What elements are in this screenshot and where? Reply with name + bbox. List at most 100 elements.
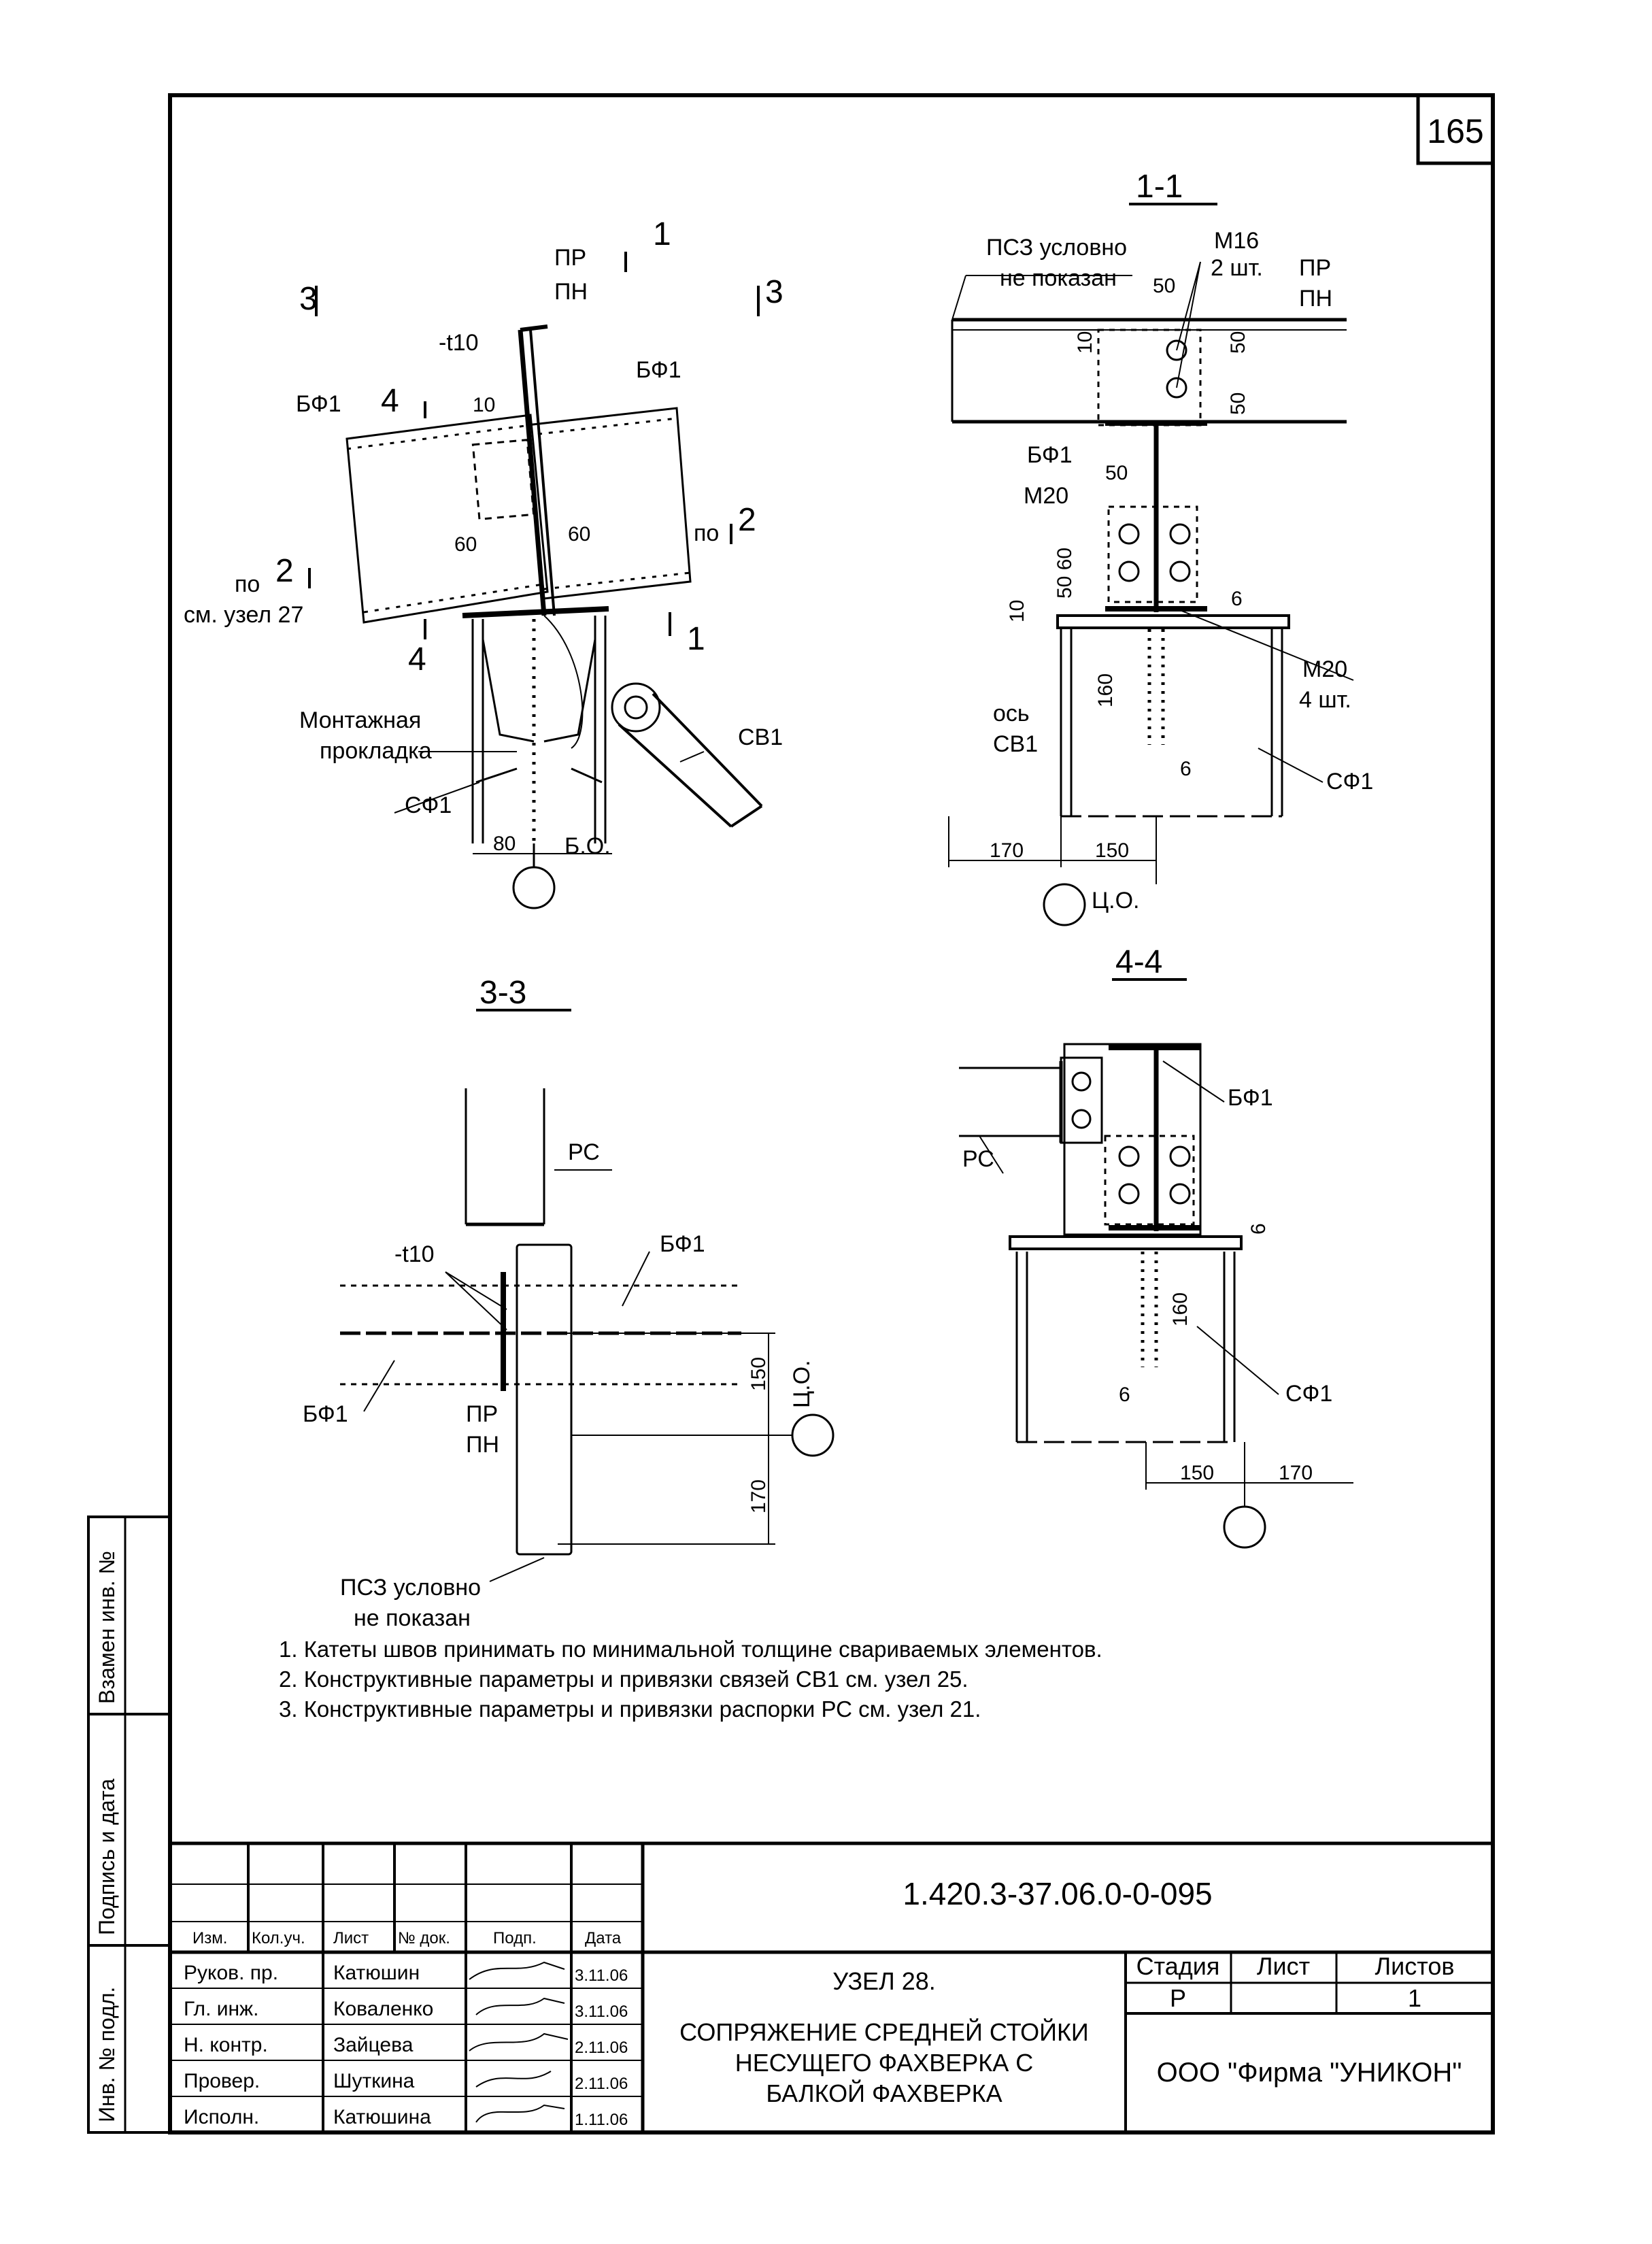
hdr-kol-uch: Кол.уч. xyxy=(252,1929,305,1947)
signature-5 xyxy=(475,2104,565,2123)
cut-2-left: 2 xyxy=(275,553,294,589)
s33-co-label: Ц.О. xyxy=(789,1360,815,1409)
bo-label: Б.О. xyxy=(564,833,611,859)
cut-4-bottom: 4 xyxy=(408,641,426,677)
sheet-frame xyxy=(168,93,1495,2134)
s11-dim-160: 160 xyxy=(1094,673,1117,707)
see-node-27: см. узел 27 xyxy=(184,602,303,628)
s33-dim-170: 170 xyxy=(747,1479,770,1513)
sheets-value: 1 xyxy=(1408,1984,1421,2012)
s11-co-label: Ц.О. xyxy=(1092,888,1140,914)
cut-4-top: 4 xyxy=(381,383,399,419)
name-3: Зайцева xyxy=(333,2034,414,2056)
section-1-1-title: 1-1 xyxy=(1136,169,1183,205)
s44-bf1-label: БФ1 xyxy=(1228,1085,1273,1111)
s11-m20-bottom: М20 xyxy=(1302,656,1347,682)
title-block-grid xyxy=(87,1515,1493,2134)
mount-pad-line2: прокладка xyxy=(320,738,432,764)
cut-2-right: 2 xyxy=(738,502,756,538)
s33-bf1-right: БФ1 xyxy=(660,1231,705,1257)
stage-label: Стадия xyxy=(1136,1952,1220,1980)
mount-pad-line1: Монтажная xyxy=(299,707,421,733)
s44-dim-6: 6 xyxy=(1119,1384,1130,1406)
title-line-3: НЕСУЩЕГО ФАХВЕРКА С xyxy=(735,2049,1034,2077)
main-bf1-right: БФ1 xyxy=(636,357,681,383)
s11-m20-label: М20 xyxy=(1024,483,1068,509)
main-bf1-left: БФ1 xyxy=(296,391,341,417)
hdr-izm: Изм. xyxy=(192,1929,227,1947)
s11-dim-50-60: 50 60 xyxy=(1053,548,1076,599)
s33-rs-label: РС xyxy=(568,1139,600,1165)
po-left: по xyxy=(235,571,260,597)
main-pr-label: ПР xyxy=(554,245,586,271)
main-pn-label: ПН xyxy=(554,279,588,305)
dim-60-right: 60 xyxy=(568,523,590,546)
signature-4 xyxy=(475,2071,552,2088)
cut-3-left: 3 xyxy=(299,281,318,317)
note-3: 3. Конструктивные параметры и привязки р… xyxy=(279,1696,981,1722)
name-1: Катюшин xyxy=(333,1962,420,1984)
sheets-label: Листов xyxy=(1375,1952,1455,1980)
s11-m20-qty: 4 шт. xyxy=(1299,687,1351,713)
date-1: 3.11.06 xyxy=(575,1966,628,1985)
hdr-podp: Подп. xyxy=(493,1929,537,1947)
role-1: Руков. пр. xyxy=(184,1962,278,1984)
date-3: 2.11.06 xyxy=(575,2039,628,2057)
s11-m16-qty: 2 шт. xyxy=(1211,255,1263,281)
title-line-1: УЗЕЛ 28. xyxy=(832,1967,936,1995)
s11-dim-6: 6 xyxy=(1180,758,1192,780)
date-4: 2.11.06 xyxy=(575,2075,628,2093)
s33-psz-line2: не показан xyxy=(354,1605,471,1631)
s11-pn-label: ПН xyxy=(1299,286,1332,312)
stamp-inv: Инв. № подл. xyxy=(95,1987,119,2122)
role-2: Гл. инж. xyxy=(184,1998,258,2020)
s11-dim-150: 150 xyxy=(1095,839,1129,862)
s11-m16-label: М16 xyxy=(1214,228,1259,254)
section-3-3-title: 3-3 xyxy=(479,975,526,1011)
cut-1-top: 1 xyxy=(653,216,671,252)
note-2: 2. Конструктивные параметры и привязки с… xyxy=(279,1667,968,1692)
main-sv1-label: СВ1 xyxy=(738,724,783,750)
po-right: по xyxy=(694,520,719,546)
role-3: Н. контр. xyxy=(184,2034,268,2056)
signature-2 xyxy=(475,1997,565,2015)
main-sf1-label: СФ1 xyxy=(405,792,452,818)
s33-t10-label: -t10 xyxy=(394,1241,435,1267)
s33-pn-label: ПН xyxy=(466,1432,499,1458)
hdr-list: Лист xyxy=(333,1929,369,1947)
hdr-data: Дата xyxy=(585,1929,622,1947)
section-4-4-title: 4-4 xyxy=(1115,944,1162,980)
cut-1-bottom: 1 xyxy=(687,621,705,657)
s11-dim-10-vert: 10 xyxy=(1074,331,1096,354)
s44-dim-150: 150 xyxy=(1180,1462,1214,1484)
name-2: Коваленко xyxy=(333,1998,433,2020)
s11-dim-6-right: 6 xyxy=(1231,588,1243,610)
s11-axis-line1: ось xyxy=(993,701,1030,726)
sheet-number-box xyxy=(1416,93,1495,165)
s11-dim-10-lower: 10 xyxy=(1006,600,1028,622)
s33-dim-150: 150 xyxy=(747,1357,770,1391)
s44-rs-label: РС xyxy=(962,1146,994,1172)
name-5: Катюшина xyxy=(333,2106,431,2128)
s11-dim-50: 50 xyxy=(1105,462,1128,484)
s11-psz-line2: не показан xyxy=(1000,265,1117,291)
s11-pr-label: ПР xyxy=(1299,255,1331,281)
date-2: 3.11.06 xyxy=(575,2003,628,2021)
s11-axis-line2: СВ1 xyxy=(993,731,1038,757)
s11-dim-50-top: 50 xyxy=(1153,275,1175,297)
s33-pr-label: ПР xyxy=(466,1401,498,1427)
stamp-podpis: Подпись и дата xyxy=(95,1779,119,1935)
s44-dim-170: 170 xyxy=(1279,1462,1313,1484)
signature-1 xyxy=(469,1961,565,1980)
sheet-label: Лист xyxy=(1257,1952,1310,1980)
doc-code: 1.420.3-37.06.0-0-095 xyxy=(903,1876,1212,1911)
hdr-doc-no: № док. xyxy=(398,1929,450,1947)
stamp-zamen: Взамен инв. № xyxy=(95,1551,119,1704)
section-1-1-view xyxy=(948,203,1354,926)
s44-sf1-label: СФ1 xyxy=(1285,1381,1332,1407)
role-4: Провер. xyxy=(184,2070,260,2092)
date-5: 1.11.06 xyxy=(575,2111,628,2129)
company-name: ООО "Фирма "УНИКОН" xyxy=(1157,2058,1462,2088)
